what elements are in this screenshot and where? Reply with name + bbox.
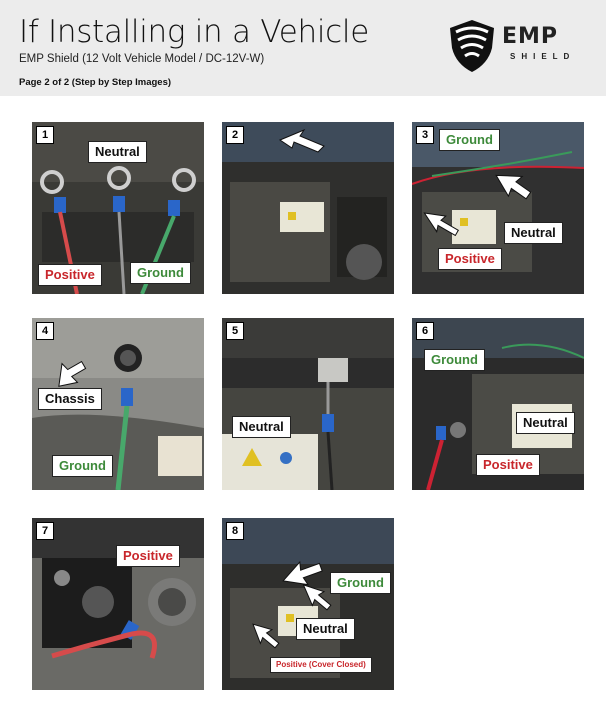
header-banner: If Installing in a Vehicle EMP Shield (1…	[0, 0, 606, 96]
logo-subtext: SHIELD	[510, 52, 576, 61]
step-number: 3	[416, 126, 434, 144]
label-ground: Ground	[439, 129, 500, 151]
step-8-image: 8 Ground Neutral Positive (Cover Closed)	[222, 518, 394, 690]
step-number: 1	[36, 126, 54, 144]
shield-icon	[450, 20, 494, 72]
label-neutral: Neutral	[516, 412, 575, 434]
label-positive: Positive	[438, 248, 502, 270]
neutral-connection-photo	[222, 318, 394, 490]
step-3-image: 3 Ground Neutral Positive	[412, 122, 584, 294]
logo-wordmark: EMP	[502, 24, 559, 49]
label-positive: Positive	[116, 545, 180, 567]
step-7-image: 7 Positive	[32, 518, 204, 690]
label-ground: Ground	[330, 572, 391, 594]
label-positive: Positive	[476, 454, 540, 476]
label-ground: Ground	[424, 349, 485, 371]
label-ground: Ground	[130, 262, 191, 284]
page-info: Page 2 of 2 (Step by Step Images)	[19, 77, 172, 88]
step-2-image: 2	[222, 122, 394, 294]
label-neutral: Neutral	[296, 618, 355, 640]
step-4-image: 4 Chassis Ground	[32, 318, 204, 490]
engine-bay-photo	[222, 122, 394, 294]
label-positive-cover-closed: Positive (Cover Closed)	[270, 657, 372, 673]
label-ground: Ground	[52, 455, 113, 477]
page-subtitle: EMP Shield (12 Volt Vehicle Model / DC-1…	[19, 53, 265, 65]
step-1-image: 1 Neutral Positive Ground	[32, 122, 204, 294]
step-number: 7	[36, 522, 54, 540]
step-number: 2	[226, 126, 244, 144]
step-5-image: 5 Neutral	[222, 318, 394, 490]
step-number: 5	[226, 322, 244, 340]
positive-terminal-photo	[32, 518, 204, 690]
page-title: If Installing in a Vehicle	[19, 14, 369, 50]
label-chassis: Chassis	[38, 388, 102, 410]
step-6-image: 6 Ground Neutral Positive	[412, 318, 584, 490]
label-neutral: Neutral	[232, 416, 291, 438]
step-number: 8	[226, 522, 244, 540]
step-number: 4	[36, 322, 54, 340]
step-number: 6	[416, 322, 434, 340]
emp-shield-logo: EMP SHIELD	[446, 18, 586, 74]
label-neutral: Neutral	[88, 141, 147, 163]
label-positive: Positive	[38, 264, 102, 286]
label-neutral: Neutral	[504, 222, 563, 244]
